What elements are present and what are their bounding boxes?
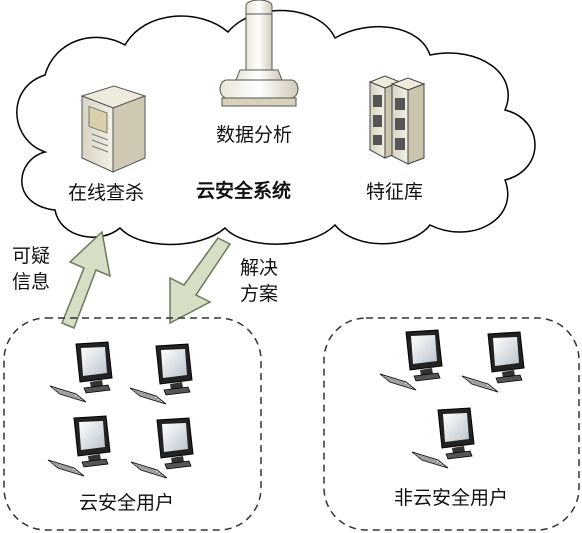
computer-icon [379, 329, 443, 391]
non-cloud-users-label: 非云安全用户 [394, 487, 509, 509]
suspicious-info-label-line1: 可疑 [12, 245, 51, 267]
signature-database-label: 特征库 [366, 181, 424, 203]
data-analysis-tower-icon [219, 0, 299, 107]
online-scan-server-icon [80, 85, 147, 173]
computer-icon [47, 415, 111, 477]
non-cloud-users-group-box [323, 317, 580, 531]
cloud-shape [16, 9, 536, 246]
solution-down-arrow [169, 237, 232, 325]
cloud-security-system-label: 云安全系统 [196, 180, 292, 202]
computer-icon [461, 331, 525, 393]
solution-label-line2: 方案 [240, 283, 279, 305]
cloud-users-label: 云安全用户 [79, 492, 175, 514]
computer-icon [49, 341, 113, 403]
online-scan-label: 在线查杀 [68, 182, 145, 204]
computer-icon [411, 407, 475, 469]
computer-icon [130, 417, 194, 479]
suspicious-info-label-line2: 信息 [12, 271, 51, 293]
data-analysis-label: 数据分析 [216, 124, 293, 146]
solution-label-line1: 解决 [240, 257, 279, 279]
cloud-users-group-box [3, 317, 262, 531]
computer-icon [129, 343, 193, 405]
suspicious-info-up-arrow [61, 230, 111, 329]
signature-database-server-icon [368, 75, 426, 165]
